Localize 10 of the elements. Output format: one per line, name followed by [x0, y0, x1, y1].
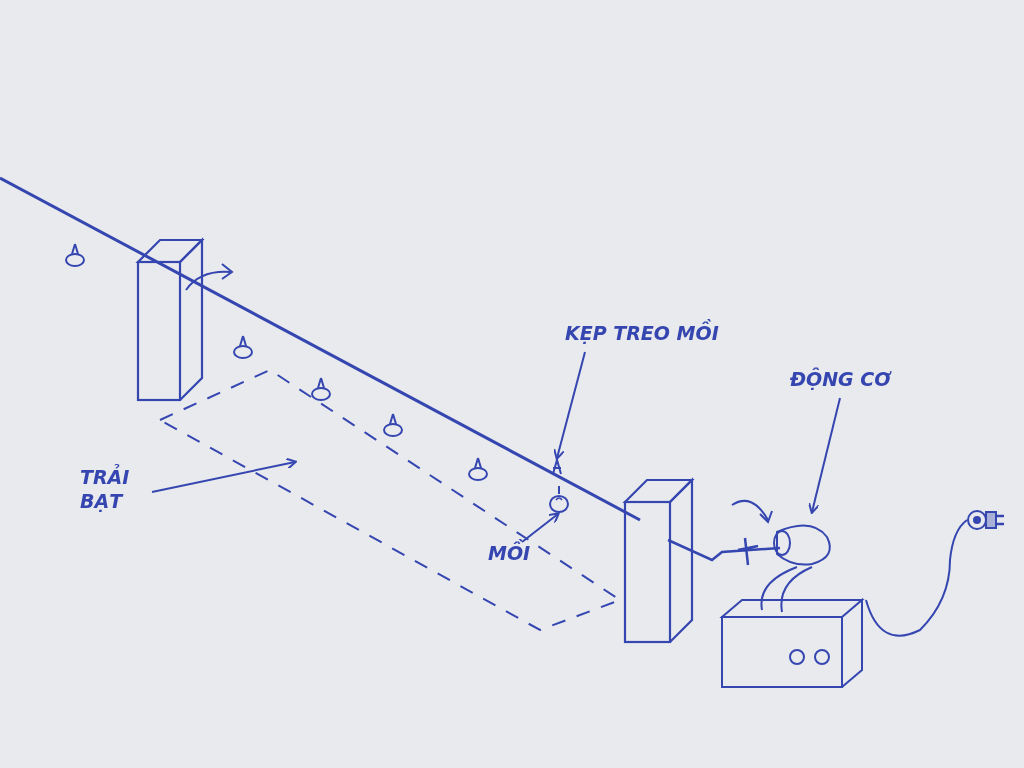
leader-line: [151, 457, 297, 493]
plug-icon: [966, 509, 1006, 531]
power-cable: [865, 519, 968, 637]
clip-drawing: [549, 458, 565, 476]
leader-line: [808, 397, 841, 514]
leader-line: [521, 512, 560, 543]
bait-drawing: [548, 486, 570, 514]
part-label: ĐỘNG CƠ: [790, 368, 910, 398]
leader-line: [553, 351, 586, 460]
part-label: TRẢI BẠT: [80, 466, 152, 526]
